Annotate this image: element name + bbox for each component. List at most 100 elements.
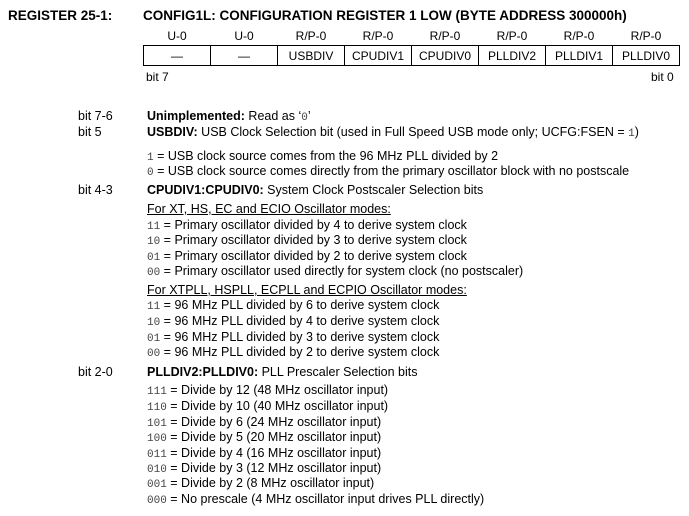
value-description: = 96 MHz PLL divided by 2 to derive syst… — [160, 345, 440, 359]
description-row: 1 = USB clock source comes from the 96 M… — [0, 148, 689, 164]
bit5-name: USBDIV — [277, 45, 345, 66]
field-description-tail: ) — [634, 125, 639, 139]
bit3-name: CPUDIV0 — [411, 45, 479, 66]
description-row: For XT, HS, EC and ECIO Oscillator modes… — [0, 201, 689, 217]
description-text: 01 = 96 MHz PLL divided by 3 to derive s… — [147, 329, 439, 347]
register-id: REGISTER 25-1: — [8, 8, 113, 23]
bit-name-row: — — USBDIV CPUDIV1 CPUDIV0 PLLDIV2 PLLDI… — [143, 45, 680, 66]
mode-subheading: For XTPLL, HSPLL, ECPLL and ECPIO Oscill… — [147, 283, 467, 297]
value-code: 01 — [147, 252, 161, 264]
value-description: = Divide by 2 (8 MHz oscillator input) — [166, 476, 375, 490]
description-text: CPUDIV1:CPUDIV0: System Clock Postscaler… — [147, 182, 483, 198]
description-row: 01 = 96 MHz PLL divided by 3 to derive s… — [0, 329, 689, 345]
description-text: USBDIV: USB Clock Selection bit (used in… — [147, 124, 639, 142]
value-code: 000 — [147, 495, 167, 507]
field-description-tail: ’ — [307, 109, 311, 123]
description-row: bit 4-3 CPUDIV1:CPUDIV0: System Clock Pos… — [0, 182, 689, 198]
value-description: = Divide by 10 (40 MHz oscillator input) — [166, 399, 389, 413]
access-bit4: R/P-0 — [362, 29, 394, 43]
description-row: 11 = 96 MHz PLL divided by 6 to derive s… — [0, 297, 689, 313]
access-bit2: R/P-0 — [496, 29, 528, 43]
description-row: 10 = Primary oscillator divided by 3 to … — [0, 232, 689, 248]
value-description: = Primary oscillator used directly for s… — [160, 264, 524, 278]
description-row: For XTPLL, HSPLL, ECPLL and ECPIO Oscill… — [0, 282, 689, 298]
description-text: 11 = Primary oscillator divided by 4 to … — [147, 217, 467, 235]
register-bit-table: U-0 U-0 R/P-0 R/P-0 R/P-0 R/P-0 R/P-0 R/… — [143, 27, 680, 66]
value-description: = Divide by 12 (48 MHz oscillator input) — [166, 383, 389, 397]
bit0-label: bit 0 — [651, 70, 674, 84]
value-description: = USB clock source comes directly from t… — [153, 164, 630, 178]
description-row: 10 = 96 MHz PLL divided by 4 to derive s… — [0, 313, 689, 329]
description-row: 11 = Primary oscillator divided by 4 to … — [0, 217, 689, 233]
value-description: = Divide by 3 (12 MHz oscillator input) — [166, 461, 382, 475]
bit1-name: PLLDIV1 — [545, 45, 613, 66]
access-bit6: U-0 — [234, 29, 254, 43]
description-text: 01 = Primary oscillator divided by 2 to … — [147, 248, 467, 266]
value-description: = Primary oscillator divided by 2 to der… — [160, 249, 467, 263]
value-code: 111 — [147, 386, 167, 398]
description-text: 000 = No prescale (4 MHz oscillator inpu… — [147, 491, 484, 509]
description-row: 101 = Divide by 6 (24 MHz oscillator inp… — [0, 414, 689, 430]
value-description: = 96 MHz PLL divided by 4 to derive syst… — [160, 314, 440, 328]
value-code: 10 — [147, 236, 161, 248]
access-bit7: U-0 — [167, 29, 187, 43]
value-description: = Primary oscillator divided by 3 to der… — [160, 233, 467, 247]
description-text: 111 = Divide by 12 (48 MHz oscillator in… — [147, 382, 388, 400]
value-description: = Divide by 5 (20 MHz oscillator input) — [166, 430, 382, 444]
value-code: 00 — [147, 267, 161, 279]
description-text: 001 = Divide by 2 (8 MHz oscillator inpu… — [147, 475, 374, 493]
access-bit0: R/P-0 — [630, 29, 662, 43]
description-text: 10 = Primary oscillator divided by 3 to … — [147, 232, 467, 250]
value-code: 01 — [147, 333, 161, 345]
description-text: 0 = USB clock source comes directly from… — [147, 163, 629, 181]
description-text: Unimplemented: Read as ‘0’ — [147, 108, 311, 126]
description-text: For XT, HS, EC and ECIO Oscillator modes… — [147, 201, 391, 217]
value-code: 0 — [301, 112, 308, 124]
value-description: = Divide by 6 (24 MHz oscillator input) — [166, 415, 382, 429]
description-text: 11 = 96 MHz PLL divided by 6 to derive s… — [147, 297, 439, 315]
bit-range-label: bit 2-0 — [78, 365, 113, 379]
bit-range-label: bit 5 — [78, 125, 102, 139]
value-code: 0 — [147, 167, 154, 179]
description-text: 00 = Primary oscillator used directly fo… — [147, 263, 523, 281]
description-row: 011 = Divide by 4 (16 MHz oscillator inp… — [0, 445, 689, 461]
access-bit5: R/P-0 — [295, 29, 327, 43]
bit6-name: — — [210, 45, 278, 66]
value-code: 10 — [147, 317, 161, 329]
value-code: 010 — [147, 464, 167, 476]
mode-subheading: For XT, HS, EC and ECIO Oscillator modes… — [147, 202, 391, 216]
bit0-name: PLLDIV0 — [612, 45, 680, 66]
field-description: PLL Prescaler Selection bits — [258, 365, 418, 379]
value-description: = No prescale (4 MHz oscillator input dr… — [166, 492, 485, 506]
value-code: 101 — [147, 418, 167, 430]
description-text: 010 = Divide by 3 (12 MHz oscillator inp… — [147, 460, 381, 478]
value-code: 100 — [147, 433, 167, 445]
description-text: 00 = 96 MHz PLL divided by 2 to derive s… — [147, 344, 439, 362]
description-row: 00 = Primary oscillator used directly fo… — [0, 263, 689, 279]
description-row: 001 = Divide by 2 (8 MHz oscillator inpu… — [0, 475, 689, 491]
description-text: 110 = Divide by 10 (40 MHz oscillator in… — [147, 398, 388, 416]
field-description: Read as ‘ — [244, 109, 302, 123]
bit-range-label: bit 4-3 — [78, 183, 113, 197]
value-code: 011 — [147, 449, 167, 461]
description-text: 101 = Divide by 6 (24 MHz oscillator inp… — [147, 414, 381, 432]
field-description: USB Clock Selection bit (used in Full Sp… — [197, 125, 629, 139]
field-description: System Clock Postscaler Selection bits — [263, 183, 484, 197]
access-row: U-0 U-0 R/P-0 R/P-0 R/P-0 R/P-0 R/P-0 R/… — [144, 27, 680, 46]
field-name: PLLDIV2:PLLDIV0: — [147, 365, 259, 379]
value-description: = Divide by 4 (16 MHz oscillator input) — [166, 446, 382, 460]
description-row: bit 5 USBDIV: USB Clock Selection bit (us… — [0, 124, 689, 140]
bit4-name: CPUDIV1 — [344, 45, 412, 66]
description-row: 110 = Divide by 10 (40 MHz oscillator in… — [0, 398, 689, 414]
value-description: = 96 MHz PLL divided by 6 to derive syst… — [160, 298, 440, 312]
description-row: 010 = Divide by 3 (12 MHz oscillator inp… — [0, 460, 689, 476]
value-code: 1 — [147, 152, 154, 164]
field-name: Unimplemented: — [147, 109, 245, 123]
bit7-label: bit 7 — [146, 70, 169, 84]
description-text: 10 = 96 MHz PLL divided by 4 to derive s… — [147, 313, 439, 331]
description-row: 00 = 96 MHz PLL divided by 2 to derive s… — [0, 344, 689, 360]
value-description: = Primary oscillator divided by 4 to der… — [160, 218, 467, 232]
bit7-name: — — [143, 45, 211, 66]
description-row: 100 = Divide by 5 (20 MHz oscillator inp… — [0, 429, 689, 445]
